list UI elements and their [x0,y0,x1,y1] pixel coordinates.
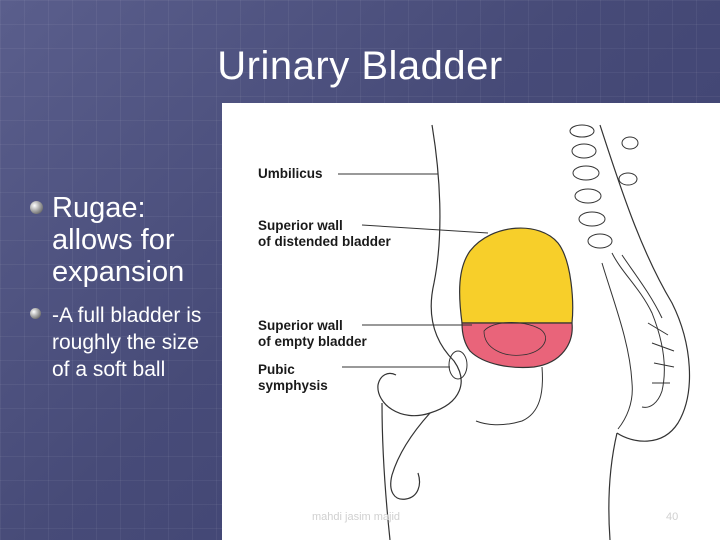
bladder-illustration [338,124,691,540]
page-number: 40 [666,511,679,523]
bullet-item: -A full bladder is roughly the size of a… [30,302,220,383]
back-leg-outline [608,432,618,540]
bullet-icon [30,308,41,319]
bullet-item: Rugae: allows for expansion [30,192,220,288]
label-superior-wall-distended: Superior wall [258,218,343,233]
leg-outline [381,402,391,540]
pubic-symphysis-shape [448,350,468,380]
bullet-icon [30,201,43,214]
label-pubic: Pubic [258,362,295,377]
bladder-anatomy-figure: Umbilicus Superior wall of distended bla… [222,103,720,540]
distended-leader [361,224,489,234]
empty-bladder [461,322,573,369]
slide-title: Urinary Bladder [217,44,503,88]
footer-author: mahdi jasim majid [312,511,401,523]
urethra [475,366,543,426]
label-symphysis: symphysis [258,378,328,393]
bullet-list: Rugae: allows for expansion -A full blad… [30,192,220,383]
label-superior-wall-empty: Superior wall [258,318,343,333]
bullet-text: -A full bladder is roughly the size of a… [52,304,202,381]
thigh-outline [390,412,431,500]
back-outline [599,124,691,442]
label-distended-bladder: of distended bladder [258,234,391,249]
label-umbilicus: Umbilicus [258,166,323,181]
bullet-text: Rugae: allows for expansion [52,192,185,288]
label-empty-bladder: of empty bladder [258,334,367,349]
empty-bladder-inner [483,322,546,356]
spine [569,124,675,408]
abdomen-outline [377,124,462,417]
distended-bladder [459,227,574,324]
rectum [601,262,633,430]
